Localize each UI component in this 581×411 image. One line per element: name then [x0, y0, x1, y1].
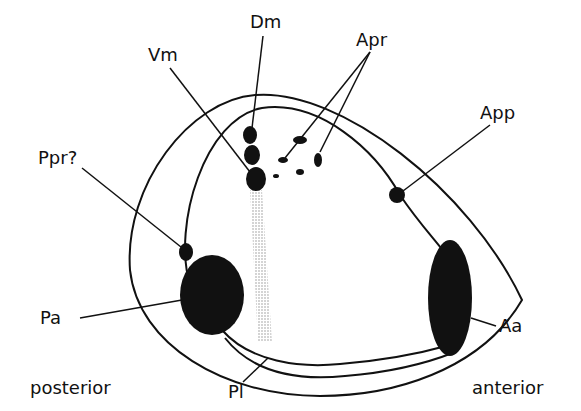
part-label: Dm: [250, 12, 281, 32]
part-label: Ppr?: [38, 148, 77, 168]
leader-lines: [80, 36, 496, 382]
part-label: Pa: [40, 308, 61, 328]
pallial-line-outer: [225, 338, 455, 377]
stipple: [250, 190, 272, 342]
orientation-label: posterior: [30, 378, 111, 398]
muscle-scars: [179, 126, 472, 356]
part-label: Vm: [148, 45, 178, 65]
hinge-line: [185, 107, 450, 285]
pallial-line: [222, 330, 450, 365]
part-label: Pl: [228, 382, 244, 402]
part-label: App: [480, 103, 515, 123]
orientation-label: anterior: [472, 378, 543, 398]
part-label: Aa: [499, 316, 522, 336]
part-label: Apr: [356, 30, 387, 50]
